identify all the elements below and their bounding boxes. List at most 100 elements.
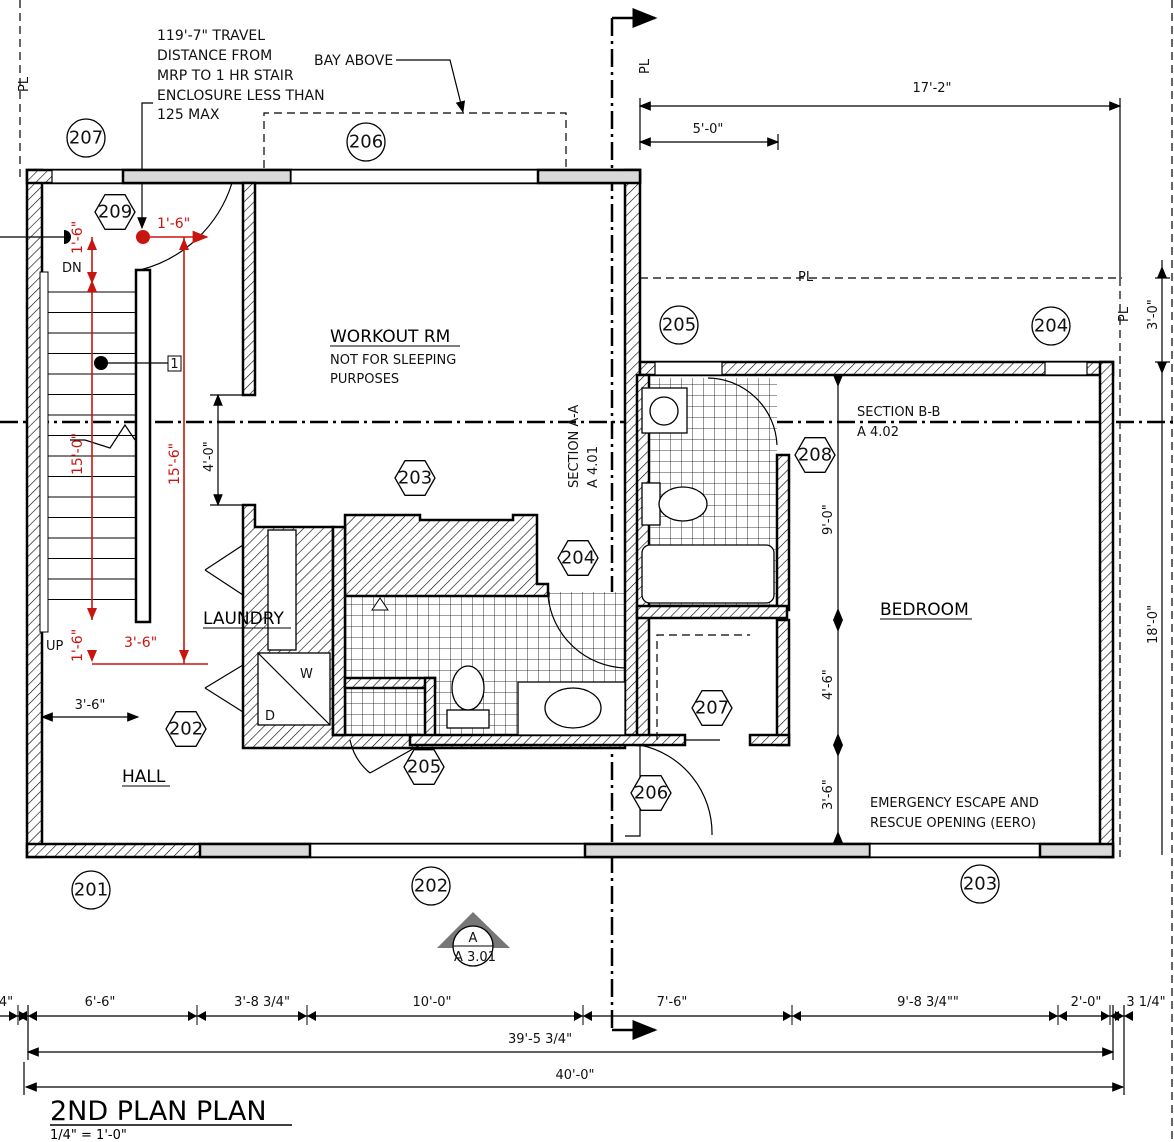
dimension-overall: 40'-0" <box>555 1068 594 1083</box>
door-tag: 209 <box>94 194 136 230</box>
svg-text:3'-6": 3'-6" <box>124 635 157 651</box>
svg-text:209: 209 <box>98 202 132 223</box>
stair <box>39 271 136 633</box>
egress-path: 1'-6" 1'-6" 15'-0" 15'-6" 1'-6" 3'-6" <box>70 216 209 665</box>
dimensions: 17'-2" 5'-0" 3'-0" 18'-0" 4'-0" 9'-0" 4'… <box>40 81 1170 855</box>
svg-text:1'-6": 1'-6" <box>70 221 86 254</box>
keynote-tag: 1 <box>170 357 178 372</box>
bay-above-outline <box>263 112 567 168</box>
toilet-208-tank <box>641 482 661 526</box>
section-a-a-ref: A 4.01 <box>586 446 601 488</box>
svg-text:A: A <box>469 931 478 946</box>
svg-text:203: 203 <box>963 874 997 895</box>
svg-text:205: 205 <box>407 757 441 778</box>
svg-text:207: 207 <box>695 698 729 719</box>
svg-text:202: 202 <box>414 876 448 897</box>
section-b-b-ref: A 4.02 <box>857 425 899 440</box>
svg-text:206: 206 <box>349 132 383 153</box>
room-name-laundry: LAUNDRY <box>203 609 284 629</box>
svg-text:125 MAX: 125 MAX <box>157 107 220 123</box>
svg-text:206: 206 <box>634 783 668 804</box>
door-tag: 204 <box>557 540 599 576</box>
drawing-scale: 1/4" = 1'-0" <box>50 1128 127 1142</box>
drawing-title: 2ND PLAN PLAN <box>50 1096 267 1127</box>
svg-text:MRP TO 1 HR STAIR: MRP TO 1 HR STAIR <box>157 68 294 84</box>
workout-note: PURPOSES <box>330 372 399 387</box>
travel-distance-note: 119'-7" TRAVEL DISTANCE FROM MRP TO 1 HR… <box>137 28 325 230</box>
svg-text:9'-0": 9'-0" <box>821 504 836 535</box>
svg-text:4'-0": 4'-0" <box>202 441 217 472</box>
dimension-segment: 7'-6" <box>657 995 688 1010</box>
toilet <box>451 665 485 711</box>
window-tag: 207 <box>66 118 106 158</box>
door-tag: 206 <box>630 775 672 811</box>
window-tag: 202 <box>411 866 451 906</box>
door-tag: 202 <box>165 711 207 747</box>
window-tag: 206 <box>346 122 386 162</box>
fixtures: W D <box>257 387 775 736</box>
svg-text:201: 201 <box>74 880 108 901</box>
door-tag: 205 <box>403 749 445 785</box>
door-tag: 203 <box>394 460 436 496</box>
dimension-total: 39'-5 3/4" <box>508 1032 572 1047</box>
dryer-label: D <box>265 709 275 724</box>
svg-text:202: 202 <box>169 719 203 740</box>
bottom-dimension-strings: 39'-5 3/4" 40'-0" 4"6'-6"3'-8 3/4"10'-0"… <box>0 995 1166 1095</box>
stair-up-label: UP <box>46 639 64 654</box>
svg-text:3'-0": 3'-0" <box>1146 299 1161 330</box>
toilet-208 <box>658 486 708 522</box>
exterior-walls <box>25 168 1115 859</box>
svg-text:5'-0": 5'-0" <box>693 122 724 137</box>
svg-text:203: 203 <box>398 468 432 489</box>
svg-text:A 3.01: A 3.01 <box>454 950 496 965</box>
workout-note: NOT FOR SLEEPING <box>330 353 456 368</box>
stair-down-label: DN <box>62 261 82 276</box>
door-tag: 207 <box>691 690 733 726</box>
dimension-segment: 6'-6" <box>85 995 116 1010</box>
svg-text:208: 208 <box>798 445 832 466</box>
dimension-segment: 10'-0" <box>412 995 451 1010</box>
svg-text:1'-6": 1'-6" <box>157 216 190 232</box>
dimension-segment: 3 1/4" <box>1126 995 1165 1010</box>
toilet-tank <box>446 709 490 729</box>
door-tag: 208 <box>794 437 836 473</box>
window-tag: 205 <box>659 305 699 345</box>
svg-text:1'-6": 1'-6" <box>70 629 86 662</box>
eero-note: RESCUE OPENING (EERO) <box>870 816 1036 831</box>
pl-label: PL <box>17 76 32 92</box>
eero-note: EMERGENCY ESCAPE AND <box>870 796 1039 811</box>
svg-text:119'-7" TRAVEL: 119'-7" TRAVEL <box>157 28 265 44</box>
dimension-segment: 9'-8 3/4"" <box>897 995 959 1010</box>
svg-text:4'-6": 4'-6" <box>821 669 836 700</box>
svg-text:205: 205 <box>662 315 696 336</box>
bay-above-label: BAY ABOVE <box>314 53 393 69</box>
svg-text:204: 204 <box>1034 316 1068 337</box>
room-name-workout: WORKOUT RM <box>330 327 450 347</box>
window-tag: 203 <box>960 864 1000 904</box>
washer-label: W <box>300 667 313 682</box>
svg-text:207: 207 <box>69 128 103 149</box>
room-name-hall: HALL <box>122 767 166 787</box>
dimension-segment: 2'-0" <box>1071 995 1102 1010</box>
sink <box>544 687 602 729</box>
svg-text:ENCLOSURE LESS THAN: ENCLOSURE LESS THAN <box>157 88 325 104</box>
window-tag: 204 <box>1031 306 1071 346</box>
pl-label: PL <box>798 270 814 285</box>
section-b-b-label: SECTION B-B <box>857 405 940 420</box>
svg-text:3'-6": 3'-6" <box>75 698 106 713</box>
pl-label: PL <box>638 58 653 74</box>
section-marker: A A 3.01 <box>437 912 510 967</box>
windows <box>51 168 1115 859</box>
section-a-a-label: SECTION A-A <box>567 405 582 488</box>
svg-text:15'-0": 15'-0" <box>70 433 86 475</box>
room-name-bedroom: BEDROOM <box>880 600 969 620</box>
tags: 207 206 205 204 201 202 203 209 203 204 202 205 207 2… <box>66 118 1071 910</box>
svg-text:15'-6": 15'-6" <box>167 443 183 485</box>
window-tag: 201 <box>71 870 111 910</box>
pl-label: PL <box>1117 306 1132 322</box>
svg-text:17'-2": 17'-2" <box>912 81 951 96</box>
doors <box>139 182 778 837</box>
svg-text:204: 204 <box>561 548 595 569</box>
